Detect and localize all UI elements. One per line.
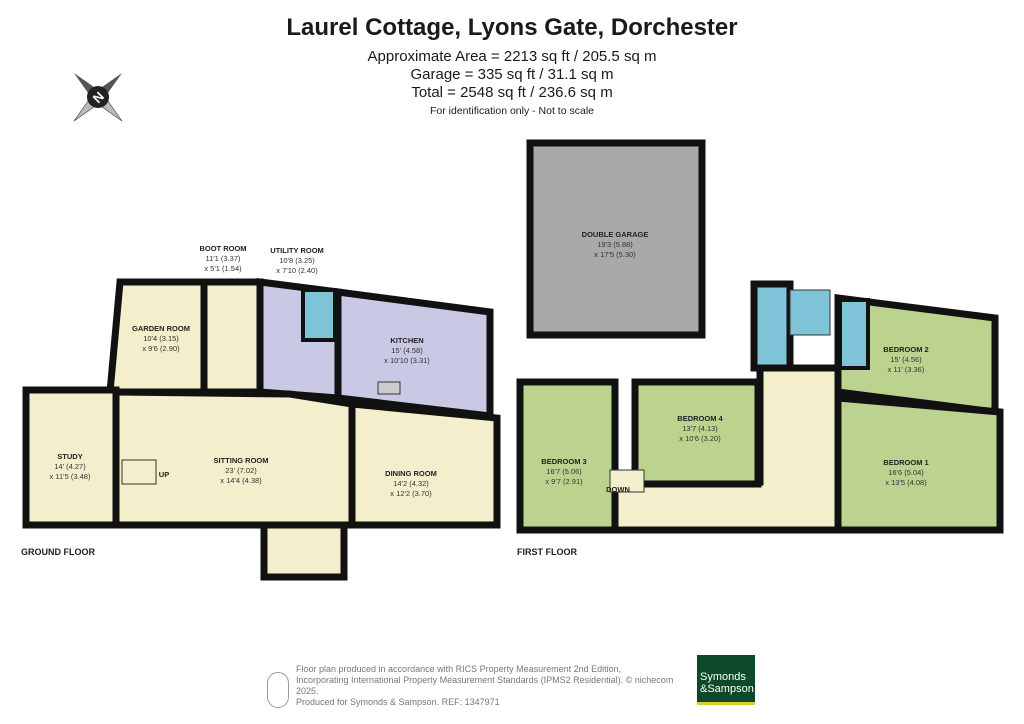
room-dimension: 16'6 (5.04)	[888, 468, 924, 477]
room-name: DOUBLE GARAGE	[582, 230, 649, 239]
footer-line: Produced for Symonds & Sampson. REF: 134…	[296, 697, 500, 707]
agent-logo: Symonds &Sampson	[697, 655, 755, 705]
ground-floor-labels: GARDEN ROOM 10'4 (3.15) x 9'6 (2.90) BOO…	[21, 244, 437, 557]
footer-line: Incorporating International Property Mea…	[296, 675, 674, 696]
room-dimension: 14' (4.27)	[54, 462, 86, 471]
room-dimension: 23' (7.02)	[225, 466, 257, 475]
room-dimension: x 11'5 (3.48)	[50, 472, 91, 481]
room-name: SITTING ROOM	[214, 456, 269, 465]
bedroom-4	[631, 378, 762, 488]
room-dimension: 16'7 (5.06)	[546, 467, 582, 476]
plan-title: Laurel Cottage, Lyons Gate, Dorchester	[286, 14, 738, 41]
room-name: KITCHEN	[390, 336, 423, 345]
room-dimension: x 17'5 (5.30)	[594, 250, 636, 259]
footer-line: Floor plan produced in accordance with R…	[296, 664, 622, 674]
room-dimension: x 9'6 (2.90)	[142, 344, 180, 353]
dining-room	[348, 400, 501, 529]
room-name: BEDROOM 3	[541, 457, 586, 466]
room-dimension: x 10'6 (3.20)	[679, 434, 721, 443]
room-name: BEDROOM 1	[883, 458, 928, 467]
footer-text: Floor plan produced in accordance with R…	[296, 664, 686, 708]
room-name: STUDY	[57, 452, 82, 461]
person-scale-icon	[267, 672, 289, 708]
garage-area: Garage = 335 sq ft / 31.1 sq m	[410, 66, 614, 83]
stove-icon	[377, 381, 401, 395]
room-name: BEDROOM 2	[883, 345, 928, 354]
room-name: DINING ROOM	[385, 469, 437, 478]
disclaimer-note: For identification only - Not to scale	[430, 105, 594, 117]
room-name: BOOT ROOM	[199, 244, 246, 253]
room-dimension: 15' (4.56)	[890, 355, 922, 364]
ensuite	[838, 298, 870, 370]
approximate-area: Approximate Area = 2213 sq ft / 205.5 sq…	[367, 48, 657, 65]
room-dimension: x 10'10 (3.31)	[384, 356, 430, 365]
bedroom-1	[834, 394, 1004, 534]
room-dimension: x 11' (3.36)	[888, 365, 925, 374]
room-dimension: 10'4 (3.15)	[143, 334, 179, 343]
boot-room	[200, 278, 264, 396]
utility-wc	[301, 288, 337, 342]
room-name: GARDEN ROOM	[132, 324, 190, 333]
staircase-down	[609, 469, 645, 493]
bedroom-3	[516, 378, 619, 534]
room-dimension: 11'1 (3.37)	[205, 254, 241, 263]
room-dimension: x 14'4 (4.38)	[220, 476, 262, 485]
stairs-up-label: UP	[159, 470, 169, 479]
room-dimension: x 7'10 (2.40)	[276, 266, 318, 275]
ground-floor-label: GROUND FLOOR	[21, 547, 95, 557]
room-dimension: x 12'2 (3.70)	[390, 489, 432, 498]
room-dimension: 14'2 (4.32)	[393, 479, 429, 488]
room-dimension: 10'8 (3.25)	[279, 256, 315, 265]
room-name: UTILITY ROOM	[270, 246, 324, 255]
logo-text: Symonds	[700, 671, 746, 683]
double-garage	[526, 139, 706, 339]
room-name: BEDROOM 4	[677, 414, 723, 423]
logo-text: &Sampson	[700, 683, 754, 695]
room-dimension: 15' (4.58)	[391, 346, 423, 355]
porch	[260, 521, 348, 581]
room-dimension: x 5'1 (1.54)	[204, 264, 242, 273]
bathroom	[750, 280, 794, 372]
first-floor-labels: DOUBLE GARAGE 19'3 (5.88) x 17'5 (5.30) …	[517, 230, 929, 557]
compass-icon	[73, 72, 123, 122]
first-floor-plan: DOWN	[516, 139, 1004, 534]
room-dimension: x 13'5 (4.08)	[885, 478, 927, 487]
first-floor-label: FIRST FLOOR	[517, 547, 577, 557]
room-dimension: x 9'7 (2.91)	[545, 477, 583, 486]
ground-floor-plan: UP	[22, 278, 501, 581]
room-dimension: 13'7 (4.13)	[682, 424, 718, 433]
room-dimension: 19'3 (5.88)	[597, 240, 633, 249]
staircase-up	[121, 459, 157, 485]
stairs-down-label: DOWN	[606, 485, 630, 494]
bathroom-bath	[789, 289, 831, 336]
total-area: Total = 2548 sq ft / 236.6 sq m	[411, 84, 613, 101]
